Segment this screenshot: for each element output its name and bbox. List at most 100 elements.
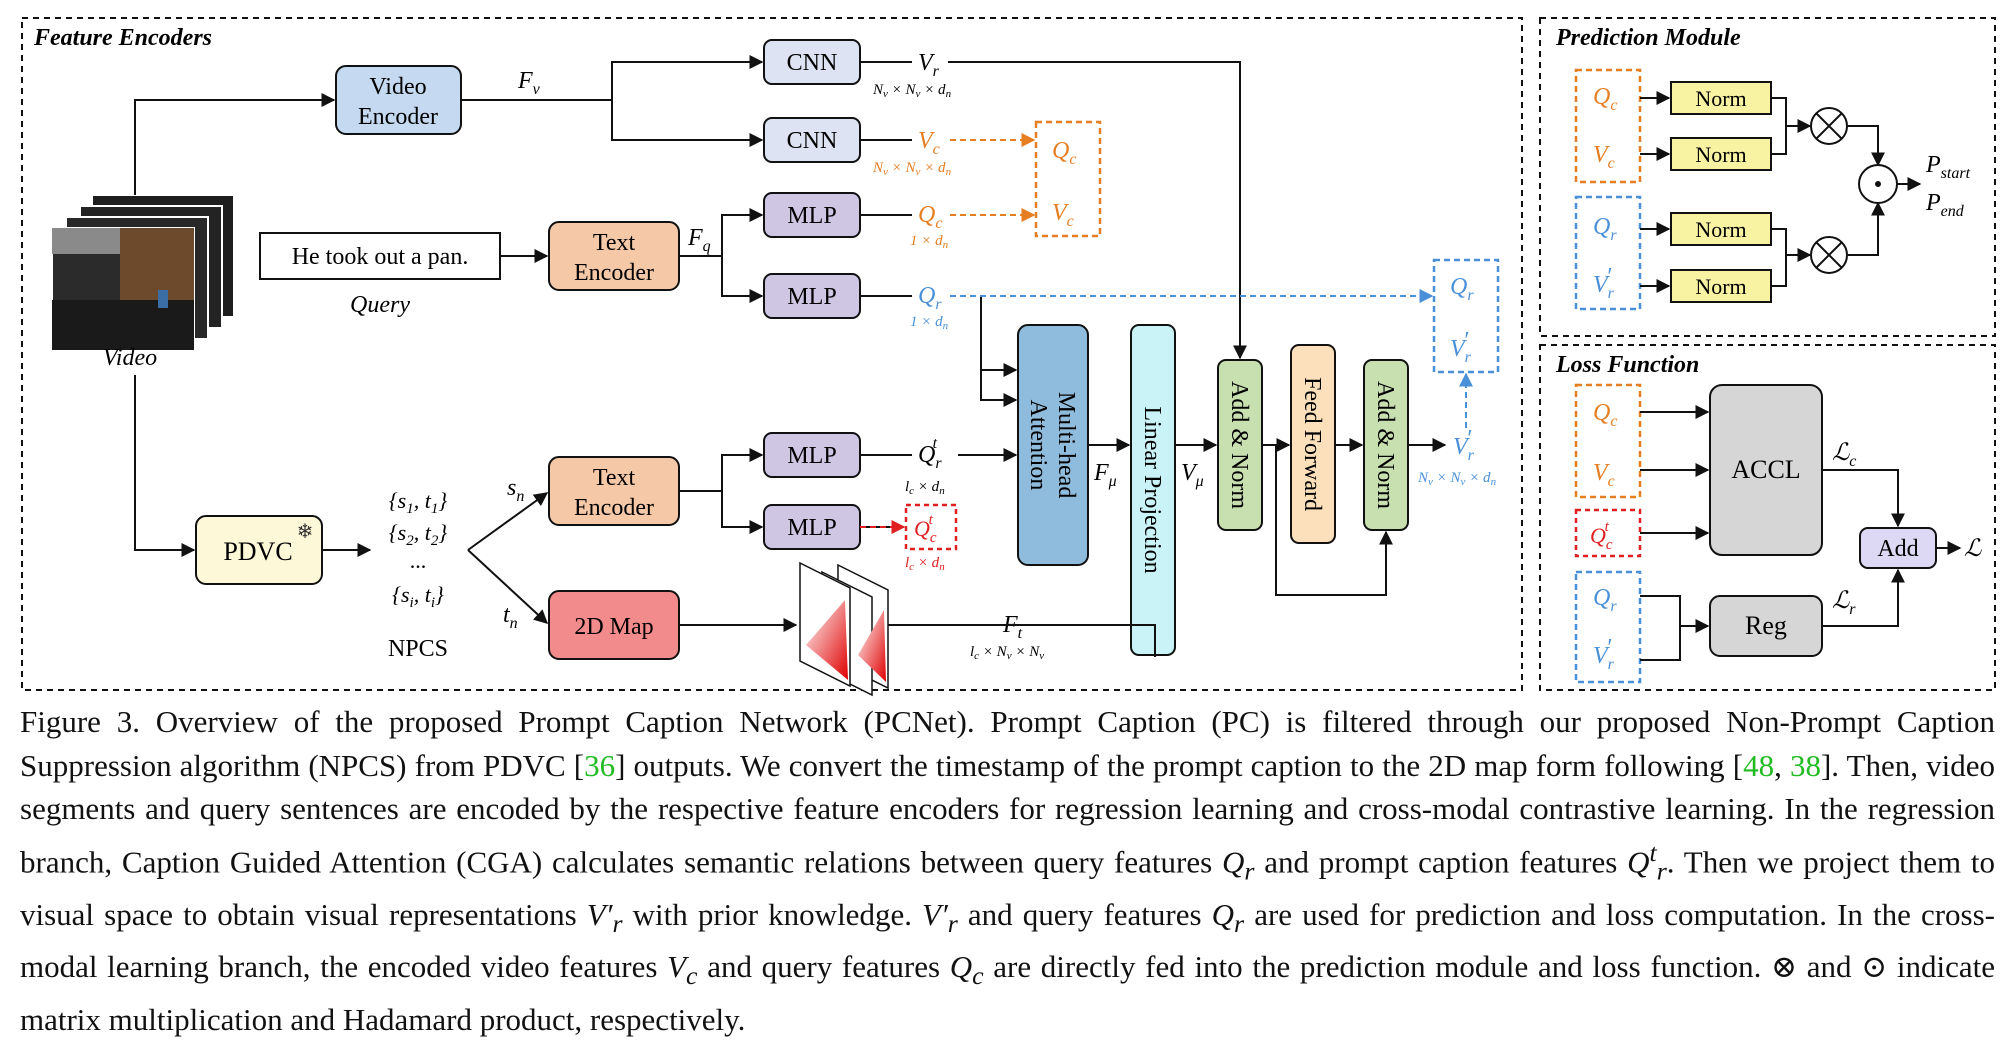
- pdvc-label: PDVC: [223, 537, 292, 566]
- svg-text:Qc: Qc: [1052, 138, 1076, 168]
- feature-encoders-panel: Feature Encoders: [21, 17, 1523, 691]
- qr-vr-dashed-box: Qr Vr′: [1432, 258, 1500, 374]
- symbol-vmu: Vμ: [1181, 460, 1204, 490]
- dim-ft: lc × Nv × Nv: [970, 644, 1044, 662]
- text-encoder-bottom-label-2: Encoder: [574, 495, 654, 521]
- svg-text:Vr′: Vr′: [1593, 635, 1615, 673]
- accl-label: ACCL: [1731, 455, 1800, 484]
- symbol-vc: Vc: [918, 128, 940, 158]
- symbol-l: ℒ: [1964, 536, 1982, 562]
- add-label: Add: [1877, 536, 1918, 562]
- ref-48[interactable]: 48: [1743, 747, 1775, 783]
- symbol-ft: Ft: [1002, 612, 1023, 642]
- add-norm-2-label: Add & Norm: [1372, 381, 1398, 509]
- svg-text:Vc: Vc: [1052, 200, 1074, 230]
- norm-label-4: Norm: [1695, 274, 1746, 299]
- cnn-top-label: CNN: [787, 50, 838, 76]
- mlp-qrt-label: MLP: [787, 443, 836, 469]
- map2d-slices: [799, 561, 889, 697]
- feature-encoders-title: Feature Encoders: [33, 25, 212, 51]
- map2d-label: 2D Map: [574, 614, 653, 640]
- norm-block-3: [1670, 212, 1772, 246]
- query-label: Query: [350, 292, 410, 318]
- symbol-vr-prime: Vr′: [1453, 426, 1475, 464]
- mlp-qct-label: MLP: [787, 515, 836, 541]
- symbol-fv: Fv: [517, 68, 541, 98]
- symbol-fmu: Fμ: [1093, 460, 1117, 490]
- symbol-qr: Qr: [918, 283, 942, 313]
- npcs-pairs: {s1, t1} {s2, t2} ... {si, ti}: [389, 488, 447, 611]
- hadamard-icon: [1858, 164, 1898, 204]
- svg-text:Qct: Qct: [1590, 519, 1613, 553]
- mha-label-1: Multi-head: [1053, 392, 1079, 499]
- symbol-tn: tn: [503, 602, 518, 632]
- figure-caption: Figure 3. Overview of the proposed Promp…: [20, 704, 1995, 1037]
- symbol-pstart: Pstart: [1925, 152, 1971, 182]
- video-frames: [51, 194, 235, 351]
- dim-qrt: lc × dn: [905, 479, 945, 497]
- ref-36[interactable]: 36: [584, 747, 616, 783]
- svg-text:Qct: Qct: [914, 512, 937, 546]
- reg-label: Reg: [1745, 611, 1787, 640]
- svg-text:Vr′: Vr′: [1593, 264, 1615, 302]
- qc-vc-dashed-box: Qc Vc: [1034, 120, 1102, 238]
- linear-projection-block: [1130, 324, 1176, 656]
- prediction-module-title: Prediction Module: [1555, 25, 1741, 51]
- svg-text:Encoder: Encoder: [574, 260, 654, 286]
- loss-function-panel: Loss Function: [1539, 344, 1996, 691]
- symbol-vr: Vr: [918, 50, 940, 80]
- svg-text:Encoder: Encoder: [574, 495, 654, 521]
- svg-text:{s1, t1}: {s1, t1}: [389, 488, 447, 517]
- video-encoder-label-2: Encoder: [358, 104, 438, 130]
- norm-label-1: Norm: [1695, 86, 1746, 111]
- text-encoder-bottom-label-1: Text: [593, 465, 636, 491]
- video-encoder-label-1: Video: [369, 74, 426, 100]
- prediction-module: Qc Vc Qr Vr′ Norm Norm Norm Norm: [1574, 68, 1971, 311]
- video-label: Video: [103, 345, 157, 371]
- svg-text:Qr: Qr: [1593, 214, 1617, 244]
- svg-text:Encoder: Encoder: [358, 104, 438, 130]
- symbol-fq: Fq: [687, 225, 711, 255]
- cnn-bottom-label: CNN: [787, 128, 838, 154]
- norm-block-4: [1670, 269, 1772, 303]
- loss-function: Qc Vc Qct Qr Vr′ ACCL Reg Add ℒc ℒr ℒ: [1574, 383, 1982, 684]
- dim-vr-prime: Nv × Nv × dn: [1417, 470, 1497, 488]
- dim-qc: 1 × dn: [910, 233, 949, 251]
- snowflake-icon: ❄: [297, 521, 314, 543]
- text-encoder-top-label-1: Text: [593, 230, 636, 256]
- mlp-qr-label: MLP: [787, 284, 836, 310]
- symbol-qc: Qc: [918, 202, 942, 232]
- symbol-qrt: Qrt: [918, 435, 942, 472]
- dim-qct: lc × dn: [905, 555, 945, 573]
- svg-text:Qr: Qr: [1593, 585, 1617, 615]
- svg-text:{s2, t2}: {s2, t2}: [389, 520, 447, 549]
- symbol-lc: ℒc: [1832, 440, 1856, 470]
- svg-text:{si, ti}: {si, ti}: [392, 582, 444, 611]
- dim-vc: Nv × Nv × dn: [872, 160, 952, 178]
- text-encoder-top-label-2: Encoder: [574, 260, 654, 286]
- mha-label-2: Attention: [1025, 400, 1051, 491]
- mlp-qc-label: MLP: [787, 203, 836, 229]
- svg-text:Vc: Vc: [1593, 142, 1615, 172]
- qct-dashed-box: Qct: [904, 503, 958, 551]
- norm-label-3: Norm: [1695, 217, 1746, 242]
- npcs-label: NPCS: [388, 636, 448, 662]
- dim-vr: Nv × Nv × dn: [872, 82, 952, 100]
- feed-forward-label: Feed Forward: [1299, 377, 1325, 511]
- norm-label-2: Norm: [1695, 142, 1746, 167]
- norm-block-2: [1670, 137, 1772, 171]
- matmul-icon-1: [1810, 107, 1848, 145]
- pcnet-diagram: Feature Encoders Prediction Module Loss …: [21, 17, 1996, 697]
- dim-qr: 1 × dn: [910, 314, 949, 332]
- linear-projection-label: Linear Projection: [1139, 406, 1165, 573]
- matmul-icon-2: [1810, 236, 1848, 274]
- symbol-sn: sn: [507, 475, 524, 505]
- loss-function-title: Loss Function: [1555, 352, 1699, 378]
- prediction-module-panel: Prediction Module: [1539, 17, 1996, 337]
- npcs-ellipsis: ...: [410, 548, 427, 573]
- svg-text:Qc: Qc: [1593, 400, 1617, 430]
- symbol-lr: ℒr: [1832, 588, 1856, 618]
- svg-text:Vr′: Vr′: [1450, 328, 1472, 366]
- ref-38[interactable]: 38: [1789, 747, 1821, 783]
- query-text: He took out a pan.: [292, 244, 469, 270]
